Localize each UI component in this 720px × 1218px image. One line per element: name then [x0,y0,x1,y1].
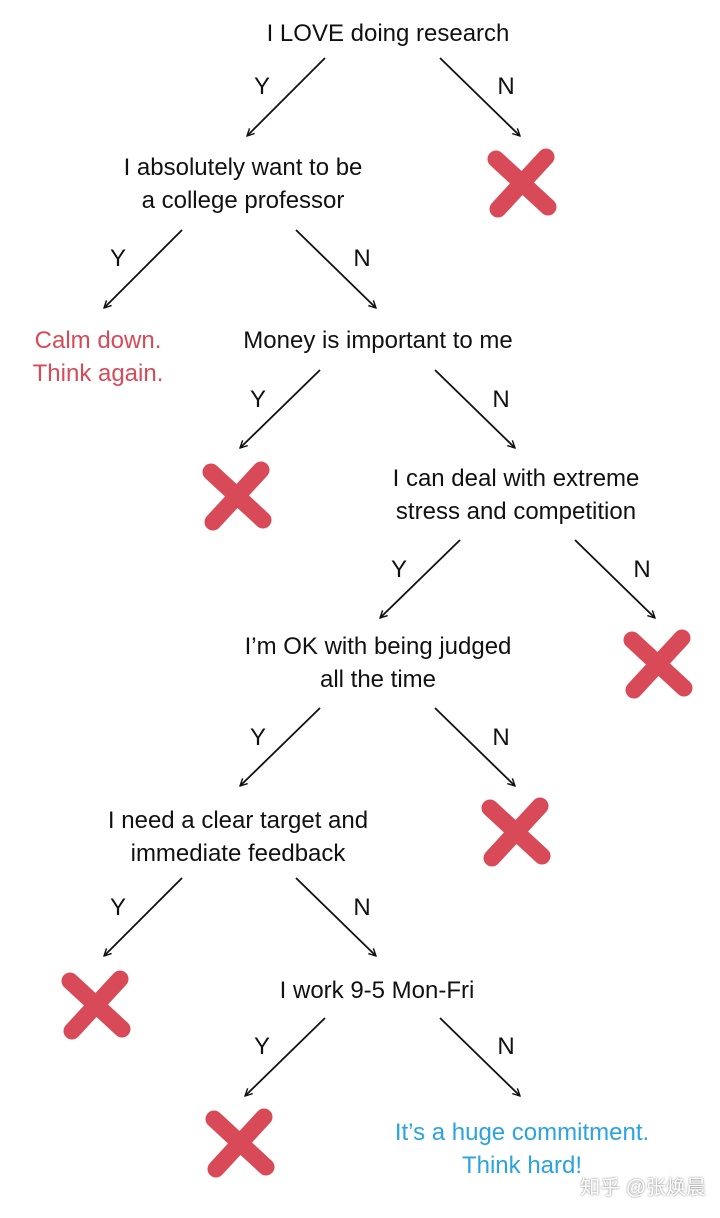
arrow-judged-no [434,707,515,786]
arrow-target-yes [104,877,183,956]
arrow-money-no [434,369,515,448]
label-yes: Y [109,245,127,272]
label-yes: Y [390,556,408,583]
arrow-love-yes [247,57,326,136]
arrow-money-yes [240,369,321,448]
arrow-judged-yes [240,707,321,786]
arrow-stress-yes [380,539,461,618]
label-no: N [492,386,510,413]
node-professor: I absolutely want to be a college profes… [124,151,363,217]
label-no: N [353,245,371,272]
cross-mark-icon [197,456,277,536]
cross-mark-icon [200,1103,280,1183]
node-text-line1: I absolutely want to be [123,154,363,181]
label-yes: Y [253,73,271,100]
outcome-text-line2: Think hard! [461,1152,583,1179]
cross-mark-icon [476,792,556,872]
node-text-line1: I’m OK with being judged [244,633,512,660]
node-text-line2: immediate feedback [130,840,346,867]
node-text: Money is important to me [243,327,513,354]
label-yes: Y [249,386,267,413]
label-no: N [633,556,651,583]
arrow-target-no [295,877,376,956]
label-no: N [497,1033,515,1060]
label-no: N [492,724,510,751]
node-text: I work 9-5 Mon-Fri [279,977,475,1004]
node-text: I LOVE doing research [266,20,510,47]
node-target: I need a clear target and immediate feed… [108,804,368,870]
outcome-text-line1: It’s a huge commitment. [394,1119,650,1146]
arrow-stress-no [574,539,655,618]
label-yes: Y [249,724,267,751]
arrow-love-no [439,57,520,136]
node-money: Money is important to me [243,324,512,357]
cross-mark-icon [56,965,136,1045]
node-judged: I’m OK with being judged all the time [245,630,512,696]
node-love-research: I LOVE doing research [267,17,510,50]
outcome-text-line1: Calm down. [34,327,162,354]
node-text-line2: stress and competition [395,498,637,525]
cross-mark-icon [482,143,562,223]
watermark: 知乎 @张焕晨 [580,1177,706,1199]
label-no: N [497,73,515,100]
outcome-text-line2: Think again. [32,360,164,387]
node-text-line2: a college professor [141,187,345,214]
arrow-professor-yes [104,229,183,308]
node-text-line1: I need a clear target and [107,807,369,834]
node-stress: I can deal with extreme stress and compe… [393,462,640,528]
outcome-huge-commitment: It’s a huge commitment. Think hard! [395,1116,649,1182]
outcome-calm-down: Calm down. Think again. [33,324,164,390]
label-yes: Y [253,1033,271,1060]
node-text-line1: I can deal with extreme [392,465,640,492]
node-text-line2: all the time [319,666,437,693]
label-no: N [353,894,371,921]
arrow-professor-no [295,229,376,308]
label-yes: Y [109,894,127,921]
node-work-hours: I work 9-5 Mon-Fri [280,974,475,1007]
arrow-work-no [439,1017,520,1096]
cross-mark-icon [618,624,698,704]
arrow-work-yes [245,1017,326,1096]
